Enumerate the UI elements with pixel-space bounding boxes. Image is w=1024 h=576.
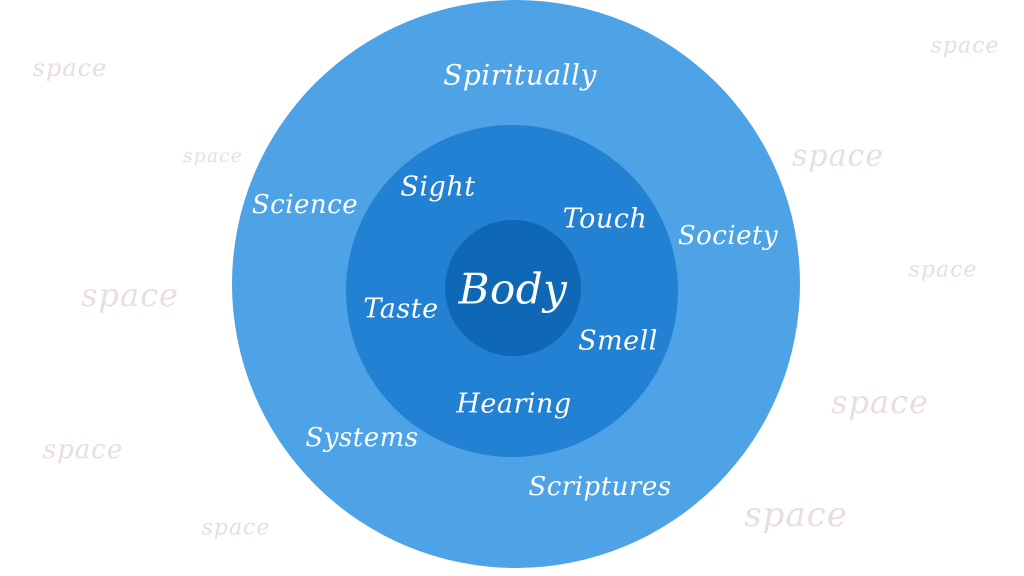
outer-label-spiritually: Spiritually — [443, 58, 597, 92]
outer-label-society: Society — [677, 221, 779, 251]
sense-label-smell: Smell — [578, 325, 658, 357]
background-word: space — [908, 257, 978, 283]
background-word: space — [42, 435, 124, 465]
sense-label-taste: Taste — [363, 293, 439, 325]
background-word: space — [791, 138, 885, 174]
outer-label-systems: Systems — [305, 423, 419, 453]
sense-label-hearing: Hearing — [456, 388, 572, 420]
core-label-body: Body — [458, 264, 568, 314]
sense-label-touch: Touch — [562, 203, 648, 235]
background-word: space — [182, 145, 244, 167]
inner-core — [445, 220, 581, 356]
background-word: space — [201, 515, 271, 541]
outer-label-science: Science — [251, 190, 359, 220]
background-word: space — [930, 33, 1000, 59]
sense-label-sight: Sight — [400, 171, 476, 203]
background-word: space — [744, 495, 848, 535]
outer-label-scriptures: Scriptures — [528, 472, 672, 502]
background-word: space — [32, 54, 108, 82]
background-word: space — [81, 276, 179, 314]
background-word: space — [831, 383, 929, 421]
